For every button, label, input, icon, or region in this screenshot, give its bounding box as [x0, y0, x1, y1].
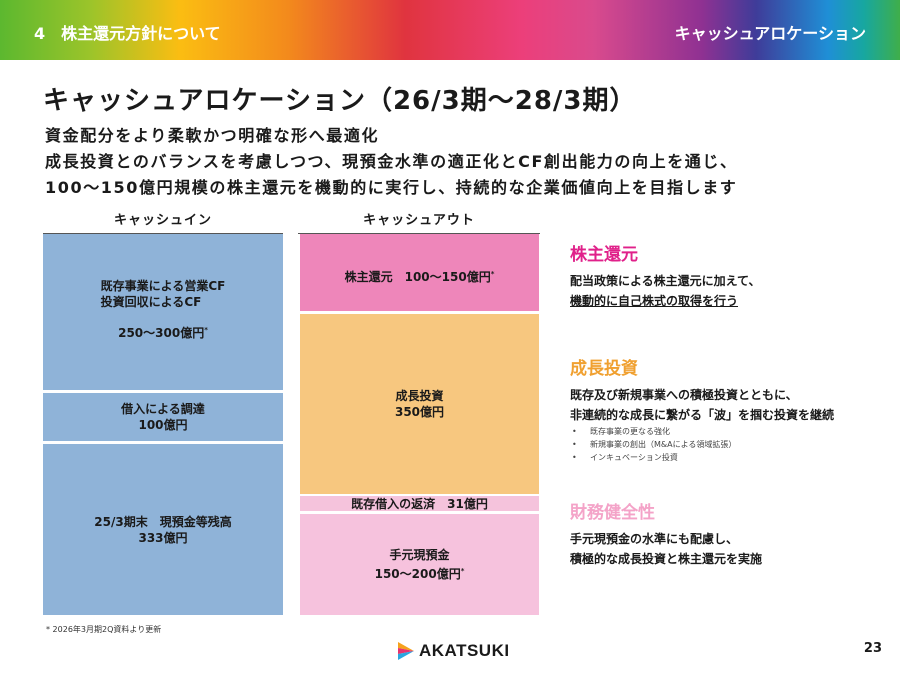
section-text: 機動的に自己株式の取得を行う: [570, 294, 739, 308]
box-label: 投資回収によるCF: [100, 295, 202, 309]
box-label: 成長投資: [395, 389, 444, 403]
box-label: 25/3期末 現預金等残高: [94, 514, 232, 529]
financial-health-section: 財務健全性 手元現預金の水準にも配慮し、 積極的な成長投資と株主還元を実施: [570, 498, 762, 569]
subtitle-line: 成長投資とのバランスを考慮しつつ、現預金水準の適正化とCF創出能力の向上を通じ、: [45, 152, 738, 171]
cash-in-header: キャッシュイン: [43, 209, 283, 234]
bullet-item: •インキュベーション投資: [572, 453, 678, 462]
subtitle-line: 100〜150億円規模の株主還元を機動的に実行し、持続的な企業価値向上を目指しま…: [45, 178, 738, 197]
section-text: 非連続的な成長に繋がる「波」を掴む投資を継続: [570, 408, 835, 422]
box-label: 借入による調達: [121, 402, 205, 416]
section-text: 配当政策による株主還元に加えて、: [570, 274, 761, 288]
cash-out-shareholder-return: 株主還元 100〜150億円*: [300, 234, 539, 311]
cash-in-borrowing: 借入による調達 100億円: [43, 393, 283, 441]
section-heading: 財務健全性: [570, 503, 655, 523]
bullet-item: •既存事業の更なる強化: [572, 427, 670, 436]
cash-out-header: キャッシュアウト: [298, 209, 540, 234]
page-title: キャッシュアロケーション（26/3期〜28/3期）: [43, 86, 637, 116]
shareholder-return-section: 株主還元 配当政策による株主還元に加えて、 機動的に自己株式の取得を行う: [570, 240, 760, 311]
subtitle-line: 資金配分をより柔軟かつ明確な形へ最適化: [45, 126, 380, 145]
footnote: * 2026年3月期2Q資料より更新: [46, 625, 162, 634]
cash-in-operating-cf: 既存事業による営業CF 投資回収によるCF 250〜300億円*: [43, 234, 283, 390]
topic-title: キャッシュアロケーション: [674, 24, 866, 43]
section-heading: 株主還元: [570, 245, 638, 265]
box-amount: 250〜300億円*: [118, 326, 208, 340]
cash-out-cash-on-hand: 手元現預金 150〜200億円*: [300, 514, 539, 615]
box-amount: 350億円: [394, 405, 445, 419]
box-amount: 150〜200億円*: [374, 567, 465, 581]
cash-out-growth-investment: 成長投資 350億円: [300, 314, 539, 494]
company-logo: AKATSUKI: [398, 641, 510, 661]
logo-text: AKATSUKI: [419, 641, 510, 660]
box-label: 既存借入の返済 31億円: [351, 496, 488, 511]
cash-out-debt-repayment: 既存借入の返済 31億円: [300, 496, 539, 511]
section-text: 手元現預金の水準にも配慮し、: [570, 532, 739, 546]
box-label: 既存事業による営業CF: [100, 279, 226, 293]
page-number: 23: [863, 641, 882, 656]
header-banner: 4 株主還元方針について キャッシュアロケーション: [0, 0, 900, 60]
box-amount: 333億円: [138, 530, 188, 545]
box-amount: 100億円: [138, 418, 188, 432]
section-text: 積極的な成長投資と株主還元を実施: [570, 552, 763, 566]
section-title: 4 株主還元方針について: [34, 24, 221, 43]
growth-investment-section: 成長投資 既存及び新規事業への積極投資とともに、 非連続的な成長に繋がる「波」を…: [570, 354, 834, 464]
bullet-item: •新規事業の創出（M&Aによる領域拡張）: [572, 440, 737, 449]
section-heading: 成長投資: [570, 359, 638, 379]
section-text: 既存及び新規事業への積極投資とともに、: [570, 388, 798, 402]
box-label: 手元現預金: [389, 548, 450, 562]
logo-arrow-icon: [398, 642, 414, 660]
